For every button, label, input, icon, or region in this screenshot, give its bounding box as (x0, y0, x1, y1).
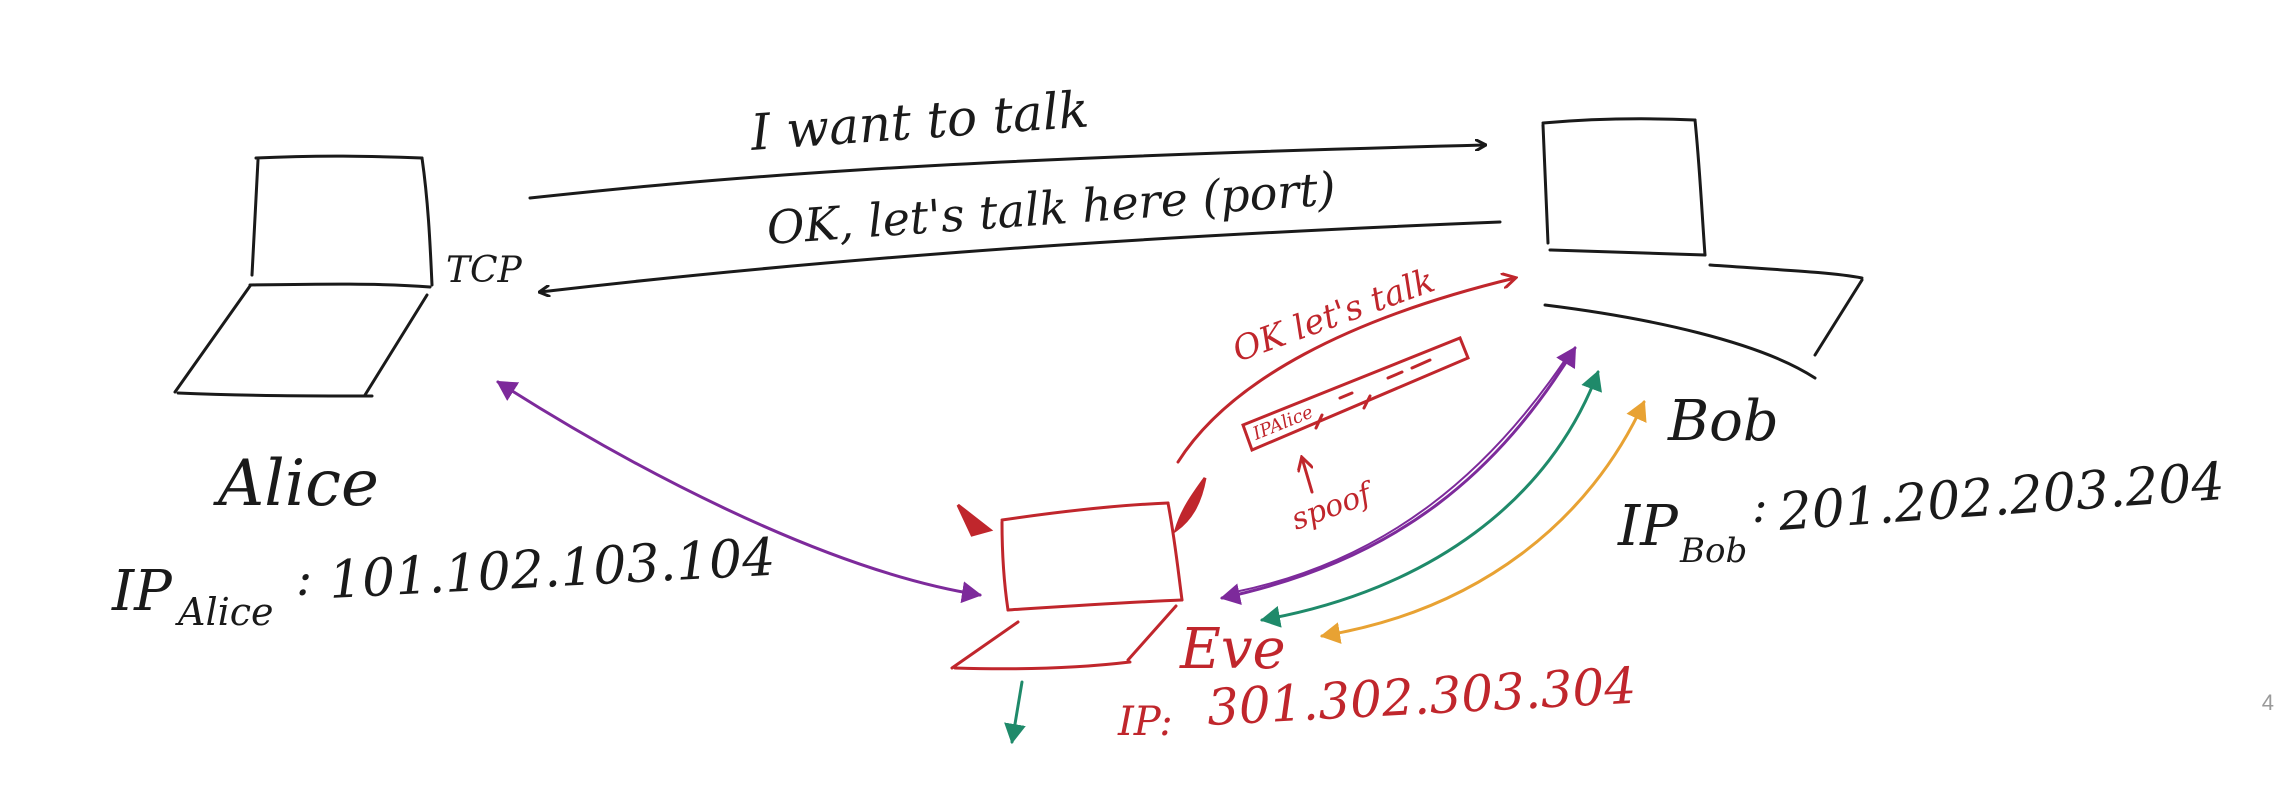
bob-laptop-icon (1541, 117, 1864, 380)
eve-message-label: OK let's talk (1227, 260, 1440, 370)
alice-ip-prefix: IP (111, 559, 173, 624)
alice-ip-subscript: Alice (175, 590, 274, 634)
alice-name-label: Alice (213, 447, 379, 521)
eve-laptop-icon (950, 477, 1207, 671)
alice-laptop-icon (173, 154, 434, 398)
bob-ip-value: 201.202.203.204 (1776, 452, 2227, 543)
spoof-pointer-arrow (1302, 458, 1314, 494)
page-number: 4 (2261, 690, 2274, 715)
eve-ip-prefix: IP: (1117, 699, 1173, 745)
alice-ip-value: 101.102.103.104 (328, 528, 777, 611)
bob-eve-purple-arrow (1220, 346, 1577, 605)
bob-ip-subscript: Bob (1679, 531, 1747, 571)
alice-eve-purple-arrow (496, 380, 982, 604)
bob-name-label: Bob (1667, 389, 1779, 454)
synack-message-label: OK, let's talk here (port) (765, 161, 1337, 255)
spoof-label: spoof (1287, 475, 1380, 538)
bob-ip-colon: : (1752, 479, 1768, 533)
eve-name-label: Eve (1179, 617, 1286, 682)
alice-ip-label: IP Alice : 101.102.103.104 (111, 528, 777, 634)
eve-down-green-arrow (1004, 680, 1026, 744)
syn-arrow (528, 145, 1485, 200)
bob-ip-prefix: IP (1617, 494, 1679, 559)
bob-ip-label: IP Bob : 201.202.203.204 (1617, 452, 2226, 571)
bob-eve-orange-arrow (1320, 400, 1647, 644)
syn-message-label: I want to talk (748, 80, 1091, 162)
synack-arrow (540, 220, 1502, 292)
alice-ip-colon: : (296, 551, 312, 607)
tcp-label: TCP (446, 250, 523, 291)
